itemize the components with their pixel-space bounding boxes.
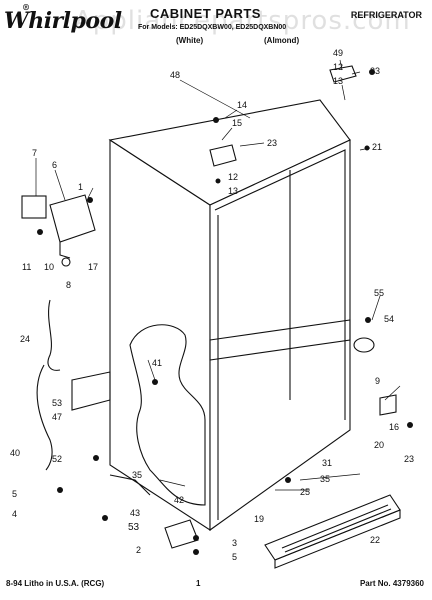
callout-label: 4 bbox=[12, 509, 17, 519]
brand-logo: ® Whirlpool bbox=[4, 2, 122, 34]
callout-label: 42 bbox=[174, 495, 184, 505]
callout-label: 9 bbox=[375, 376, 380, 386]
callout-label: 53 bbox=[52, 398, 62, 408]
top-hinge-plate bbox=[209, 144, 237, 167]
callout-label: 17 bbox=[88, 262, 98, 272]
callout-label: 25 bbox=[300, 487, 310, 497]
callout-label: 23 bbox=[404, 454, 414, 464]
color-white-label: (White) bbox=[176, 36, 204, 45]
page-number: 1 bbox=[196, 579, 201, 588]
callout-label: 5 bbox=[12, 489, 17, 499]
leveler-bracket bbox=[379, 394, 397, 416]
callout-label: 55 bbox=[374, 288, 384, 298]
callout-label: 48 bbox=[170, 70, 180, 80]
callout-label: 21 bbox=[372, 142, 382, 152]
callout-label: 8 bbox=[66, 280, 71, 290]
side-opening bbox=[129, 324, 206, 506]
drain-tube bbox=[36, 364, 53, 471]
toe-grille bbox=[264, 494, 401, 569]
callout-label: 24 bbox=[20, 334, 30, 344]
callout-label: 5 bbox=[232, 552, 237, 562]
callout-label: 11 bbox=[22, 262, 31, 272]
callout-label: 54 bbox=[384, 314, 394, 324]
wire-harness bbox=[47, 299, 61, 371]
callout-label: 13 bbox=[228, 186, 238, 196]
callout-label: 2 bbox=[136, 545, 141, 555]
watermark: Appliancepartspros.com bbox=[74, 6, 411, 36]
drain-fitting bbox=[109, 474, 151, 496]
page-title: CABINET PARTS bbox=[150, 6, 261, 21]
model-numbers: For Models: ED25DQXBW00, ED25DQXBN00 bbox=[138, 24, 287, 31]
color-almond-label: (Almond) bbox=[264, 36, 300, 45]
callout-label: 12 bbox=[333, 62, 343, 72]
brand-name: Whirlpool bbox=[4, 8, 122, 34]
callout-label: 49 bbox=[333, 48, 343, 58]
callout-label: 7 bbox=[32, 148, 37, 158]
callout-label: 15 bbox=[232, 118, 242, 128]
callout-label: 43 bbox=[130, 508, 140, 518]
callout-label: 52 bbox=[52, 454, 62, 464]
hinge-assembly bbox=[21, 194, 96, 267]
callout-label: 53 bbox=[128, 522, 140, 533]
callout-label: 12 bbox=[228, 172, 238, 182]
callout-label: 47 bbox=[52, 412, 62, 422]
callout-label: 35 bbox=[132, 470, 142, 480]
category-label: REFRIGERATOR bbox=[350, 10, 422, 20]
fasteners bbox=[37, 69, 413, 555]
top-hinge-cover bbox=[329, 65, 357, 83]
callout-label: 3 bbox=[232, 538, 237, 548]
callout-label: 19 bbox=[254, 514, 264, 524]
litho-note: 8-94 Litho in U.S.A. (RCG) bbox=[6, 579, 105, 588]
callout-label: 1 bbox=[78, 182, 83, 192]
callout-label: 40 bbox=[10, 448, 20, 458]
callout-label: 6 bbox=[52, 160, 57, 170]
callout-label: 35 bbox=[320, 474, 330, 484]
bottom-hinge bbox=[164, 519, 199, 549]
callout-label: 13 bbox=[333, 76, 343, 86]
brand-mark: ® bbox=[22, 2, 30, 12]
callout-label: 20 bbox=[374, 440, 384, 450]
callout-label: 23 bbox=[370, 66, 380, 76]
mounting-bracket bbox=[71, 371, 111, 411]
door-cam bbox=[353, 337, 375, 353]
callout-labels: 48 49 12 13 23 14 15 23 12 13 21 7 6 1 1… bbox=[10, 48, 414, 562]
callout-label: 14 bbox=[237, 100, 247, 110]
callout-label: 31 bbox=[322, 458, 332, 468]
cabinet-shell bbox=[108, 99, 351, 532]
callout-label: 41 bbox=[152, 358, 162, 368]
callout-label: 23 bbox=[267, 138, 277, 148]
part-number: Part No. 4379360 bbox=[359, 579, 424, 588]
callout-label: 22 bbox=[370, 535, 380, 545]
leader-lines bbox=[35, 59, 401, 491]
callout-label: 10 bbox=[44, 262, 54, 272]
callout-label: 16 bbox=[389, 422, 399, 432]
